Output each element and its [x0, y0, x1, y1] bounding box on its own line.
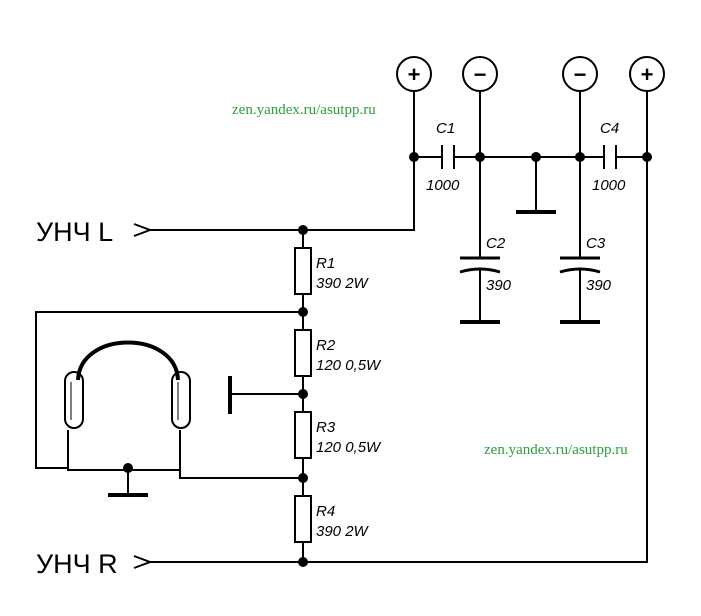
headphone-band: [76, 340, 180, 381]
c2-value: 390: [486, 277, 512, 294]
junction-dot: [123, 463, 133, 473]
arrow-unch-r: [133, 555, 153, 569]
wire-headphone-common: [67, 430, 180, 494]
c3-value: 390: [586, 277, 612, 294]
r2-value: 120 0,5W: [316, 357, 382, 374]
input-left-label: УНЧ L: [36, 217, 113, 247]
arrow-unch-l: [133, 223, 153, 237]
junction-dot: [409, 152, 419, 162]
r1-name: R1: [316, 255, 335, 272]
terminal-plus-2: [629, 56, 665, 92]
terminal-minus-2-label: −: [574, 62, 587, 87]
junction-dot: [298, 225, 308, 235]
r3-name: R3: [316, 419, 336, 436]
junction-dot: [531, 152, 541, 162]
r2-name: R2: [316, 337, 336, 354]
junction-dot: [575, 152, 585, 162]
terminal-plus-2-label: +: [641, 62, 654, 87]
r4-body: [294, 495, 312, 543]
junction-dot: [298, 557, 308, 567]
watermark-top: zen.yandex.ru/asutpp.ru: [232, 102, 376, 118]
junction-dot: [642, 152, 652, 162]
wire-right-cup: [179, 430, 303, 479]
c3-name: C3: [586, 235, 606, 252]
c1-name: C1: [436, 120, 455, 137]
r3-body: [294, 411, 312, 459]
watermark-bottom: zen.yandex.ru/asutpp.ru: [484, 442, 628, 458]
headphone-right-cup: [171, 371, 191, 429]
input-right-label: УНЧ R: [36, 549, 118, 579]
r4-value: 390 2W: [316, 523, 370, 540]
junction-dot: [298, 389, 308, 399]
junction-dot: [475, 152, 485, 162]
wire-unch-l: [150, 157, 415, 231]
c2-name: C2: [486, 235, 506, 252]
r4-name: R4: [316, 503, 335, 520]
terminal-minus-1-label: −: [474, 62, 487, 87]
headphone-left-cup: [64, 371, 84, 429]
c4-name: C4: [600, 120, 619, 137]
wire-unch-r: [150, 157, 648, 563]
r2-body: [294, 329, 312, 377]
c2-plate-b: [459, 267, 501, 274]
junction-dot: [298, 473, 308, 483]
r1-value: 390 2W: [316, 275, 370, 292]
junction-dot: [298, 307, 308, 317]
terminal-minus-1: [462, 56, 498, 92]
wire-left-cup: [35, 311, 303, 469]
r1-body: [294, 247, 312, 295]
c4-value: 1000: [592, 177, 626, 194]
terminal-plus-1: [396, 56, 432, 92]
terminal-plus-1-label: +: [408, 62, 421, 87]
c3-plate-b: [559, 267, 601, 274]
c1-value: 1000: [426, 177, 460, 194]
terminal-minus-2: [562, 56, 598, 92]
r3-value: 120 0,5W: [316, 439, 382, 456]
